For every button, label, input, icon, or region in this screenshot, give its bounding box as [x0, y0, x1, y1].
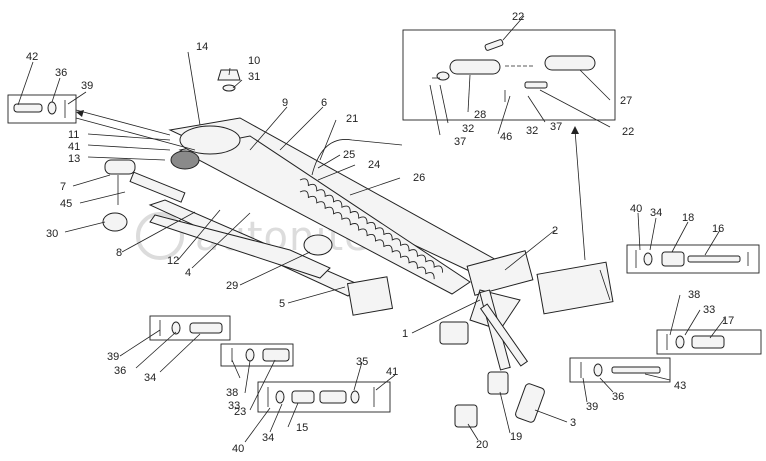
arrowheads [76, 110, 579, 134]
callout-27: 27 [620, 95, 632, 107]
leader-lines [17, 15, 726, 443]
callout-39-right: 39 [586, 401, 598, 413]
callout-21: 21 [346, 113, 358, 125]
callout-24: 24 [368, 159, 380, 171]
callout-33-right: 33 [703, 304, 715, 316]
callout-41-top: 41 [68, 141, 80, 153]
callout-6: 6 [321, 97, 327, 109]
callout-36-right: 36 [612, 391, 624, 403]
callout-26: 26 [413, 172, 425, 184]
callout-13: 13 [68, 153, 80, 165]
callout-30: 30 [46, 228, 58, 240]
callout-4: 4 [185, 267, 191, 279]
detail-box-left-mid-1 [149, 315, 231, 341]
callout-23: 23 [234, 406, 246, 418]
callout-46: 46 [500, 131, 512, 143]
detail-box-top-left [7, 94, 77, 124]
callout-32-right: 32 [526, 125, 538, 137]
callout-12: 12 [167, 255, 179, 267]
callout-32-left: 32 [462, 123, 474, 135]
detail-box-right-mid [656, 329, 762, 355]
callout-41-bottom: 41 [386, 366, 398, 378]
callout-34-left: 34 [144, 372, 156, 384]
callout-3: 3 [570, 417, 576, 429]
callout-22-top: 22 [512, 11, 524, 23]
callout-37-left: 37 [454, 136, 466, 148]
callout-43: 43 [674, 380, 686, 392]
detail-box-right-upper [626, 244, 760, 274]
callout-45: 45 [60, 198, 72, 210]
callout-2: 2 [552, 225, 558, 237]
callout-38-right: 38 [688, 289, 700, 301]
callout-10: 10 [248, 55, 260, 67]
callout-38-left: 38 [226, 387, 238, 399]
callout-1: 1 [402, 328, 408, 340]
callout-18: 18 [682, 212, 694, 224]
callout-31: 31 [248, 71, 260, 83]
callout-39-left: 39 [107, 351, 119, 363]
callout-labels: 42 36 39 10 31 14 9 6 21 22 28 27 32 37 … [26, 11, 734, 455]
callout-5: 5 [279, 298, 285, 310]
callout-14: 14 [196, 41, 208, 53]
callout-36: 36 [55, 67, 67, 79]
detail-box-lower-right [569, 357, 671, 383]
callout-40-left: 40 [232, 443, 244, 455]
callout-19: 19 [510, 431, 522, 443]
callout-39: 39 [81, 80, 93, 92]
callout-29: 29 [226, 280, 238, 292]
callout-40-right: 40 [630, 203, 642, 215]
callout-42: 42 [26, 51, 38, 63]
callout-7: 7 [60, 181, 66, 193]
main-assembly [102, 69, 614, 428]
callout-36-left: 36 [114, 365, 126, 377]
detail-box-bottom-left [257, 381, 391, 413]
detail-box-left-mid-2 [220, 343, 294, 367]
callout-16: 16 [712, 223, 724, 235]
callout-35: 35 [356, 356, 368, 368]
callout-8: 8 [116, 247, 122, 259]
callout-20: 20 [476, 439, 488, 451]
callout-34-bottom: 34 [262, 432, 274, 444]
callout-37-right: 37 [550, 121, 562, 133]
callout-33-left: 33 [228, 400, 240, 412]
detail-box-top-right [402, 29, 616, 121]
callout-25: 25 [343, 149, 355, 161]
callout-15: 15 [296, 422, 308, 434]
callout-34-right: 34 [650, 207, 662, 219]
callout-9: 9 [282, 97, 288, 109]
callout-28: 28 [474, 109, 486, 121]
callout-17: 17 [722, 315, 734, 327]
callout-11: 11 [68, 129, 79, 141]
callout-22-right: 22 [622, 126, 634, 138]
